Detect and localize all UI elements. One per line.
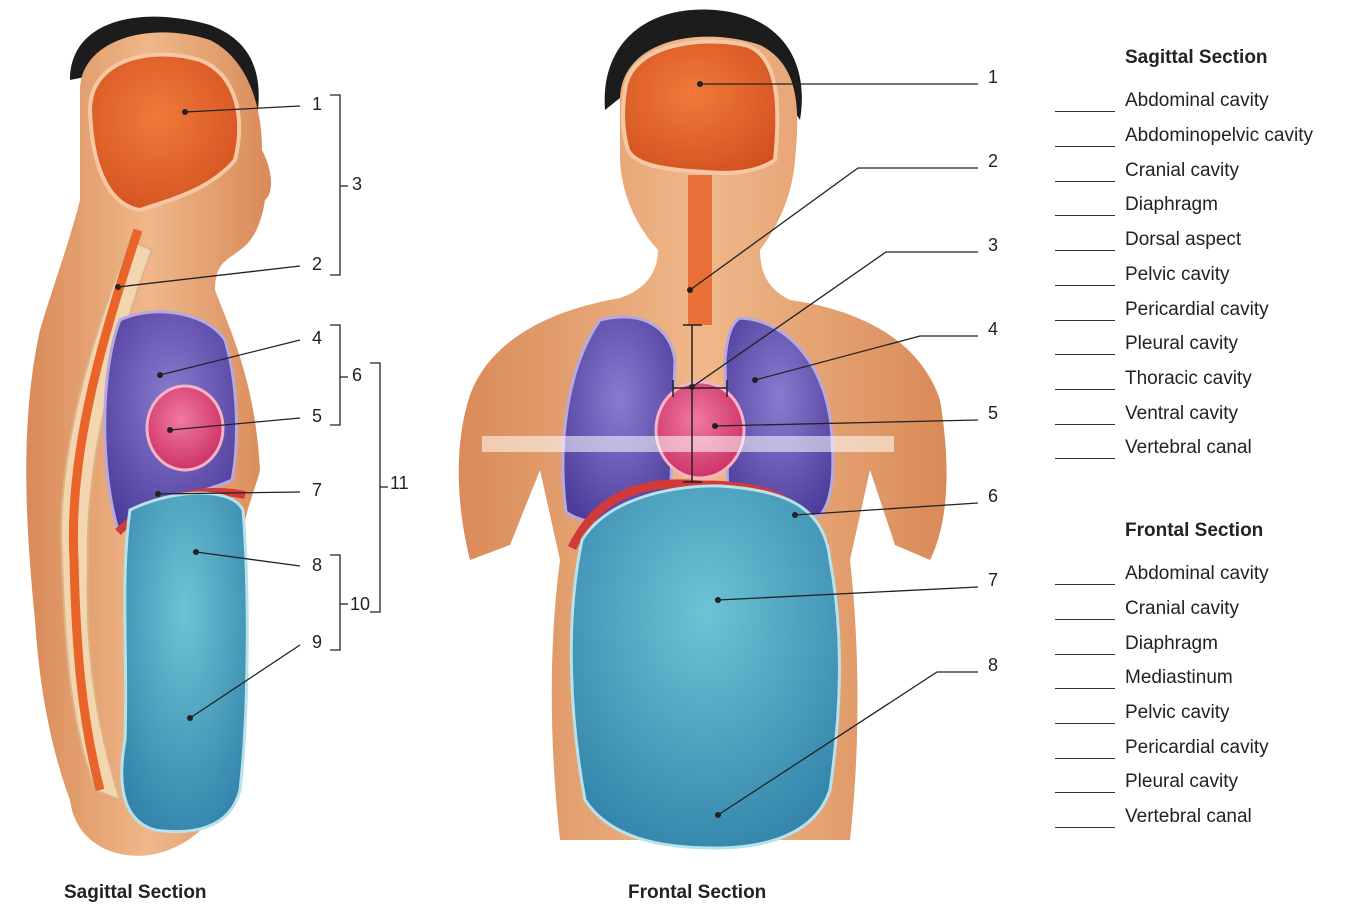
sagittal-label-6: 6 [352,365,362,386]
sagittal-label-1: 1 [312,94,322,115]
answer-blank[interactable] [1055,566,1115,585]
key-item-label: Pelvic cavity [1125,264,1230,286]
answer-blank[interactable] [1055,705,1115,724]
key-sagittal-item: Pelvic cavity [1055,262,1230,286]
key-item-label: Thoracic cavity [1125,368,1252,390]
answer-blank[interactable] [1055,336,1115,355]
key-frontal-item: Mediastinum [1055,665,1233,689]
key-sagittal-item: Dorsal aspect [1055,227,1241,251]
sagittal-label-8: 8 [312,555,322,576]
answer-blank[interactable] [1055,740,1115,759]
answer-blank[interactable] [1055,128,1115,147]
frontal-cranial-cavity [623,41,777,172]
key-item-label: Diaphragm [1125,633,1218,655]
sagittal-figure [26,17,388,856]
frontal-label-8: 8 [988,655,998,676]
key-sagittal-item: Thoracic cavity [1055,366,1252,390]
sagittal-label-3: 3 [352,174,362,195]
answer-blank[interactable] [1055,774,1115,793]
key-item-label: Abdominal cavity [1125,563,1269,585]
key-item-label: Abdominopelvic cavity [1125,125,1313,147]
frontal-label-6: 6 [988,486,998,507]
answer-blank[interactable] [1055,440,1115,459]
key-item-label: Cranial cavity [1125,598,1239,620]
frontal-abdominopelvic-cavity [571,486,839,848]
answer-blank[interactable] [1055,371,1115,390]
key-frontal-item: Cranial cavity [1055,596,1239,620]
answer-blank[interactable] [1055,267,1115,286]
sagittal-label-10: 10 [350,594,370,615]
key-item-label: Ventral cavity [1125,403,1238,425]
key-sagittal-item: Abdominal cavity [1055,88,1269,112]
key-item-label: Dorsal aspect [1125,229,1241,251]
sagittal-label-7: 7 [312,480,322,501]
key-item-label: Pelvic cavity [1125,702,1230,724]
sagittal-label-5: 5 [312,406,322,427]
key-item-label: Vertebral canal [1125,437,1252,459]
answer-blank[interactable] [1055,163,1115,182]
frontal-label-3: 3 [988,235,998,256]
sagittal-label-11: 11 [390,473,409,494]
key-frontal-item: Vertebral canal [1055,804,1252,828]
frontal-label-5: 5 [988,403,998,424]
key-item-label: Mediastinum [1125,667,1233,689]
sagittal-label-4: 4 [312,328,322,349]
key-frontal-item: Pericardial cavity [1055,735,1269,759]
key-sagittal-item: Ventral cavity [1055,401,1238,425]
answer-blank[interactable] [1055,809,1115,828]
answer-blank[interactable] [1055,406,1115,425]
key-item-label: Vertebral canal [1125,806,1252,828]
key-item-label: Pleural cavity [1125,333,1238,355]
key-item-label: Pericardial cavity [1125,737,1269,759]
answer-blank[interactable] [1055,232,1115,251]
frontal-section-plane [482,436,894,452]
answer-blank[interactable] [1055,197,1115,216]
answer-blank[interactable] [1055,93,1115,112]
key-item-label: Pleural cavity [1125,771,1238,793]
frontal-figure [459,10,978,848]
answer-blank[interactable] [1055,670,1115,689]
key-item-label: Abdominal cavity [1125,90,1269,112]
frontal-vertebral-canal [688,175,712,325]
sagittal-label-2: 2 [312,254,322,275]
frontal-label-2: 2 [988,151,998,172]
key-sagittal-item: Cranial cavity [1055,158,1239,182]
sagittal-abdominopelvic-cavity [122,493,248,832]
frontal-label-7: 7 [988,570,998,591]
key-sagittal-item: Pericardial cavity [1055,297,1269,321]
key-frontal-item: Pleural cavity [1055,769,1238,793]
key-sagittal-title: Sagittal Section [1125,47,1268,69]
key-frontal-item: Abdominal cavity [1055,561,1269,585]
frontal-caption: Frontal Section [628,882,766,904]
answer-blank[interactable] [1055,636,1115,655]
answer-blank[interactable] [1055,601,1115,620]
key-item-label: Diaphragm [1125,194,1218,216]
key-sagittal-item: Pleural cavity [1055,331,1238,355]
answer-blank[interactable] [1055,302,1115,321]
key-frontal-item: Pelvic cavity [1055,700,1230,724]
key-item-label: Pericardial cavity [1125,299,1269,321]
key-item-label: Cranial cavity [1125,160,1239,182]
frontal-label-1: 1 [988,67,998,88]
key-sagittal-item: Vertebral canal [1055,435,1252,459]
key-frontal-title: Frontal Section [1125,520,1263,542]
key-frontal-item: Diaphragm [1055,631,1218,655]
sagittal-label-9: 9 [312,632,322,653]
frontal-label-4: 4 [988,319,998,340]
frontal-pericardial-cavity [656,382,744,478]
key-sagittal-item: Abdominopelvic cavity [1055,123,1313,147]
sagittal-caption: Sagittal Section [64,882,207,904]
key-sagittal-item: Diaphragm [1055,192,1218,216]
